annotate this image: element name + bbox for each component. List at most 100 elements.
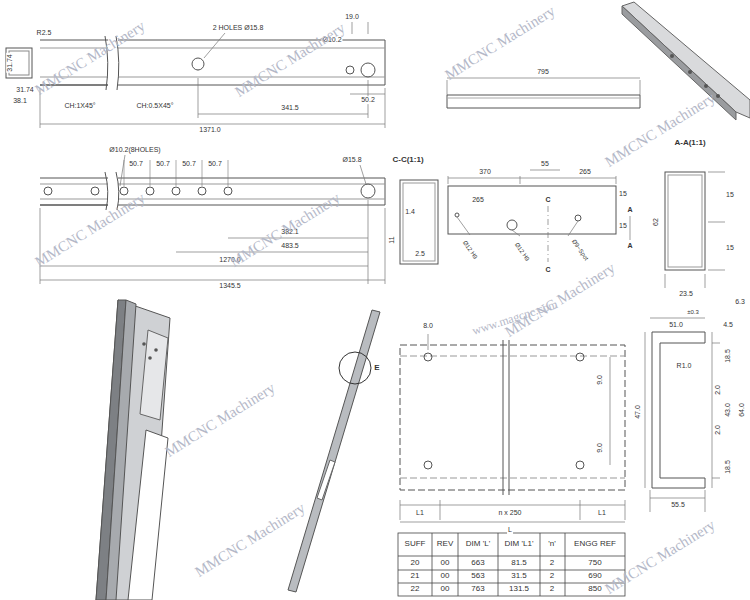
dimension-label: 341.5 (280, 104, 300, 112)
table-cell: 20 (410, 559, 421, 568)
table-cell: 690 (587, 572, 602, 581)
table-cell: DIM 'L1' (504, 540, 535, 549)
section-label: A-A(1:1) (673, 139, 706, 148)
dimension-label: 18.5 (724, 459, 732, 475)
dimension-label: 265 (471, 196, 485, 204)
dimension-label: 51.0 (668, 321, 684, 329)
table-cell: 'n' (547, 540, 557, 549)
table-cell: 2 (549, 559, 555, 568)
table-cell: 00 (440, 585, 451, 594)
detail-callout: E (373, 364, 380, 373)
dimension-label: 2 HOLES Ø15.8 (212, 24, 265, 32)
dimension-label: 23.5 (678, 290, 694, 298)
table-cell: 00 (440, 559, 451, 568)
dimension-label: 18.5 (724, 348, 732, 364)
dimension-label: R2.5 (36, 29, 53, 37)
section-label: C-C(1:1) (391, 156, 424, 165)
watermark: MMCNC Machinery (601, 516, 719, 598)
profile-render (96, 300, 170, 600)
dimension-label: 31.74 (15, 86, 35, 94)
dimension-label: 47.0 (634, 404, 642, 420)
dimension-label: 31.74 (6, 53, 14, 73)
dimension-label: 483.5 (280, 242, 300, 250)
dimension-label: 50.7 (155, 160, 171, 168)
dimension-label: 2.5 (414, 250, 426, 258)
dimension-label: L1 (597, 509, 607, 517)
table-cell: 2 (549, 572, 555, 581)
dimension-label: Ø9~Spot (570, 238, 590, 263)
revision-table (398, 533, 625, 596)
dimension-label: 50.7 (207, 160, 223, 168)
dimension-label: 15 (618, 190, 628, 198)
watermark: MMCNC Machinery (226, 189, 344, 271)
dimension-label: 50.7 (128, 160, 144, 168)
dimension-label: ±0.3 (686, 309, 700, 316)
dimension-label: 62 (652, 217, 660, 227)
table-cell: SUFF (404, 540, 427, 549)
table-cell: 22 (410, 585, 421, 594)
table-cell: 2 (549, 585, 555, 594)
dimension-label: CH:0.5X45° (135, 102, 174, 110)
section-label: A (626, 242, 633, 250)
table-cell: 131.5 (508, 585, 530, 594)
dimension-label: 9.0 (596, 442, 604, 454)
table-cell: 750 (587, 559, 602, 568)
dimension-label: 11 (388, 235, 396, 244)
dimension-label: Ø10.2(8HOLES) (108, 146, 161, 154)
table-cell: 763 (470, 585, 485, 594)
dimension-label: 1371.0 (198, 126, 221, 134)
section-label: A (626, 206, 633, 214)
table-cell: 663 (470, 559, 485, 568)
watermark: MMCNC Machinery (501, 259, 619, 341)
table-cell: REV (436, 540, 454, 549)
dimension-label: 1345.5 (218, 282, 241, 290)
dimension-label: L1 (415, 509, 425, 517)
dimension-label: n x 250 (498, 509, 523, 517)
dimension-label: 38.1 (12, 97, 28, 105)
table-cell: 00 (440, 572, 451, 581)
bar-render (288, 310, 380, 592)
dimension-label: 15 (725, 244, 735, 252)
watermark: MMCNC Machinery (191, 499, 309, 581)
watermark: MMCNC Machinery (31, 189, 149, 271)
end-view (6, 48, 32, 78)
section-label: C (544, 196, 551, 204)
table-cell: 21 (410, 572, 421, 581)
dimension-label: 64.0 (738, 402, 746, 418)
table-cell: 31.5 (510, 572, 528, 581)
dimension-label: 43.0 (724, 402, 732, 418)
dimension-label: 2.0 (714, 424, 722, 436)
dimension-label: 50.7 (181, 160, 197, 168)
dimension-label: 4.5 (722, 321, 734, 329)
dimension-label: 19.0 (344, 13, 360, 21)
dimension-label: Ø12 H9 (461, 239, 479, 261)
dimension-label: CH:1X45° (63, 102, 96, 110)
section-label: C (544, 266, 551, 274)
dimension-label: 9.0 (596, 374, 604, 386)
table-cell: DIM 'L' (465, 540, 491, 549)
dimension-label: 2.0 (714, 384, 722, 396)
dimension-label: 15 (618, 222, 628, 230)
dimension-label: 50.2 (360, 96, 376, 104)
table-cell: 81.5 (510, 559, 528, 568)
dimension-label: 15 (725, 191, 735, 199)
dimension-label: R1.0 (676, 362, 693, 370)
dimension-label: 795 (536, 68, 550, 76)
dimension-label: 55 (540, 160, 550, 168)
table-cell: 563 (470, 572, 485, 581)
table-cell: 850 (587, 585, 602, 594)
dimension-label: 55.5 (670, 501, 686, 509)
dimension-label: Ø15.8 (341, 156, 362, 164)
dimension-label: 1.4 (404, 208, 416, 216)
watermark: MMCNC Machinery (161, 379, 279, 461)
dimension-label: 8.0 (422, 322, 434, 330)
dimension-label: L (507, 526, 513, 534)
bar-render (622, 2, 750, 120)
dimension-label: 6.3 (734, 298, 746, 306)
dimension-label: 370 (478, 168, 492, 176)
watermark: MMCNC Machinery (601, 89, 719, 171)
dimension-label: Ø12 H9 (513, 241, 531, 263)
dimension-label: 265 (578, 168, 592, 176)
table-cell: ENGG REF (573, 540, 617, 549)
